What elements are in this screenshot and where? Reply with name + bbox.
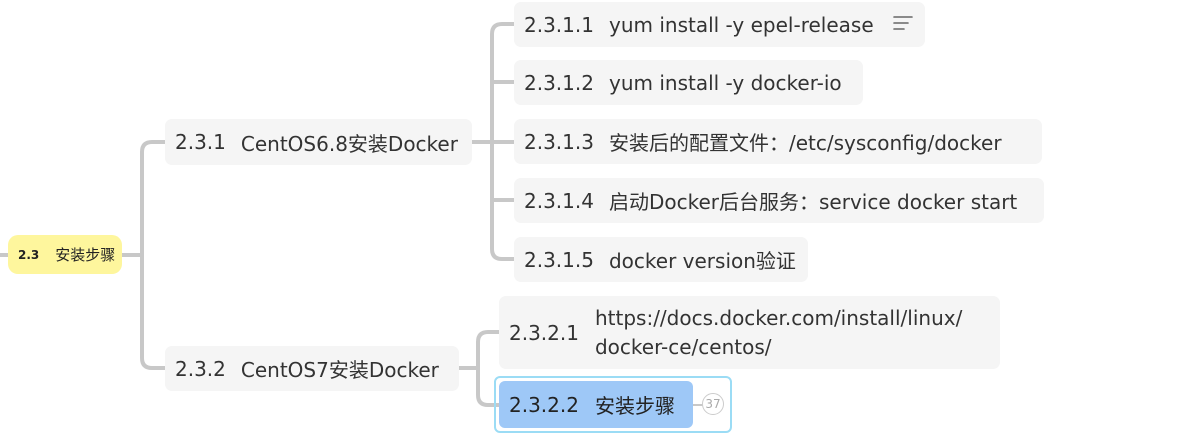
subtopic-2-3-1-5[interactable]: 2.3.1.5 docker version验证 — [514, 237, 808, 282]
subtopic-number: 2.3.1.2 — [524, 70, 594, 95]
subtopic-label: docker version验证 — [608, 249, 796, 273]
subtopic-label: 安装后的配置文件：/etc/sysconfig/docker — [608, 131, 1002, 155]
topic-number: 2.3.2 — [175, 356, 226, 381]
subtopic-label: 启动Docker后台服务：service docker start — [608, 190, 1018, 214]
docs-url-text[interactable]: https://docs.docker.com/install/linux/ d… — [595, 304, 962, 362]
subtopic-2-3-2-2-selected[interactable]: 2.3.2.2 安装步骤 — [499, 381, 693, 428]
subtopic-label: yum install -y docker-io — [608, 70, 842, 95]
subtopic-label: 安装步骤 — [594, 394, 675, 418]
docs-url-line1: https://docs.docker.com/install/linux/ — [594, 305, 963, 330]
topic-centos7[interactable]: 2.3.2 CentOS7安装Docker — [165, 346, 459, 391]
note-lines-icon[interactable] — [892, 14, 914, 34]
collapsed-count-badge[interactable]: 37 — [702, 393, 724, 415]
topic-centos68[interactable]: 2.3.1 CentOS6.8安装Docker — [165, 119, 472, 165]
subtopic-label: yum install -y epel-release — [608, 12, 874, 37]
subtopic-2-3-1-4[interactable]: 2.3.1.4 启动Docker后台服务：service docker star… — [514, 178, 1044, 223]
subtopic-2-3-2-1[interactable]: 2.3.2.1 https://docs.docker.com/install/… — [499, 296, 1000, 369]
subtopic-number: 2.3.2.1 — [509, 320, 579, 345]
subtopic-number: 2.3.1.1 — [524, 12, 594, 37]
topic-number: 2.3.1 — [175, 130, 226, 154]
subtopic-number: 2.3.1.5 — [524, 247, 594, 272]
subtopic-number: 2.3.1.3 — [524, 129, 594, 154]
subtopic-2-3-1-1[interactable]: 2.3.1.1 yum install -y epel-release — [514, 2, 925, 47]
topic-label: CentOS7安装Docker — [240, 358, 439, 382]
topic-label: CentOS6.8安装Docker — [240, 131, 458, 156]
subtopic-2-3-1-3[interactable]: 2.3.1.3 安装后的配置文件：/etc/sysconfig/docker — [514, 119, 1042, 164]
root-topic-number: 2.3 — [18, 247, 40, 262]
subtopic-number: 2.3.2.2 — [509, 392, 579, 417]
root-topic[interactable]: 2.3 安装步骤 — [8, 235, 122, 274]
subtopic-number: 2.3.1.4 — [524, 188, 594, 213]
docs-url-line2: docker-ce/centos/ — [594, 334, 772, 359]
selection-outline — [494, 376, 732, 433]
subtopic-2-3-1-2[interactable]: 2.3.1.2 yum install -y docker-io — [514, 60, 863, 105]
root-topic-label: 安装步骤 — [55, 246, 116, 264]
